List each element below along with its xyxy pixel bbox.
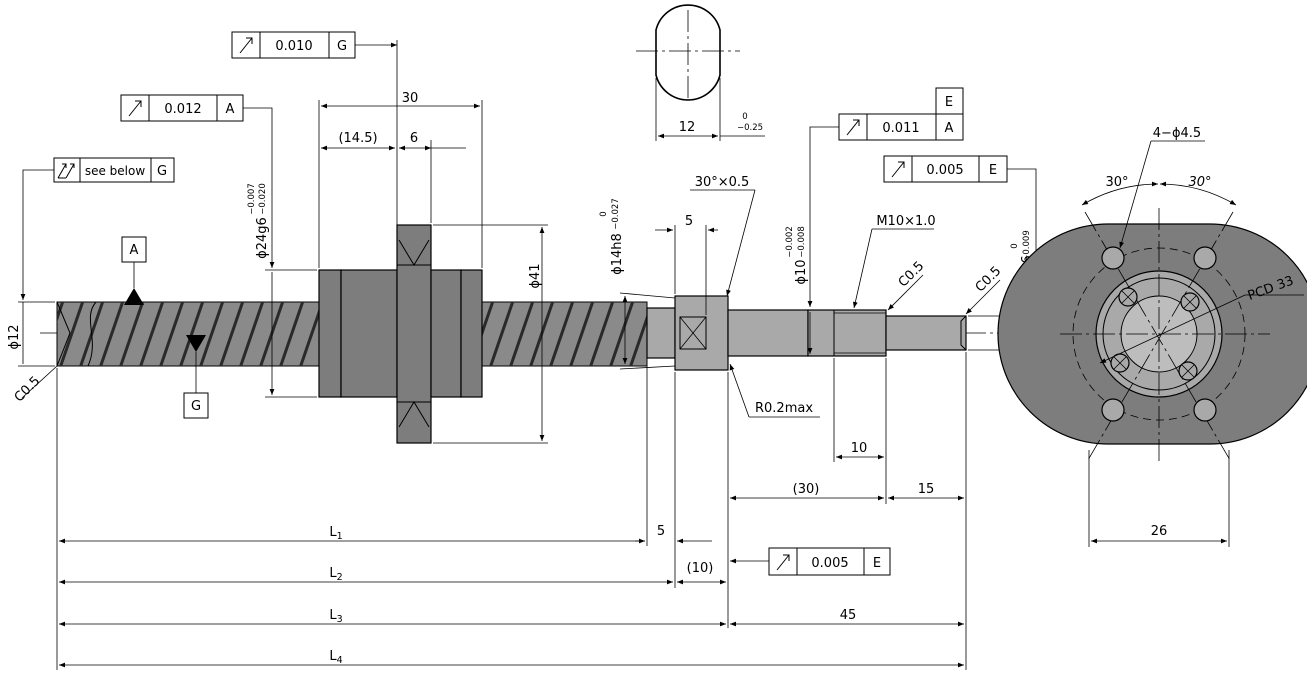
svg-text:ϕ41: ϕ41 — [528, 263, 543, 288]
svg-text:30°: 30° — [1105, 175, 1128, 190]
svg-text:12: 12 — [679, 120, 696, 135]
svg-text:R0.2max: R0.2max — [755, 401, 813, 416]
svg-text:C0.5: C0.5 — [12, 374, 44, 406]
svg-text:5: 5 — [657, 524, 665, 539]
datum-g-label: G — [191, 399, 201, 414]
runout-icon — [776, 554, 790, 571]
svg-text:see below: see below — [85, 164, 146, 178]
svg-text:A: A — [226, 102, 235, 117]
svg-text:10: 10 — [851, 441, 868, 456]
svg-text:E: E — [873, 556, 881, 571]
return-tube-port — [1110, 287, 1200, 381]
length-dimensions: L1 5 L2 (10) L3 45 L4 — [56, 360, 964, 670]
svg-text:15: 15 — [918, 482, 935, 497]
svg-text:0.005: 0.005 — [811, 556, 848, 571]
datum-a-triangle — [124, 288, 144, 305]
svg-text:6: 6 — [410, 131, 418, 146]
svg-text:(30): (30) — [793, 482, 820, 497]
svg-text:0.010: 0.010 — [275, 39, 312, 54]
mounting-hole — [1193, 398, 1217, 422]
svg-text:E: E — [989, 163, 997, 178]
datum-a-label: A — [130, 243, 139, 258]
fcf-see-below-g: see below G — [20, 157, 175, 300]
svg-text:−0.009: −0.009 — [1022, 230, 1032, 261]
svg-text:30°×0.5: 30°×0.5 — [695, 175, 750, 190]
svg-text:0.012: 0.012 — [164, 102, 201, 117]
svg-text:−0.25: −0.25 — [737, 123, 763, 133]
shaft-collar — [674, 295, 729, 371]
svg-text:(10): (10) — [687, 561, 714, 576]
svg-text:30°: 30° — [1188, 175, 1211, 190]
screw-thread-left — [56, 301, 320, 367]
fcf-0005-e-bottom: 0.005 E — [730, 547, 891, 576]
fcf-0005-e-top: 0.005 E — [883, 155, 1039, 313]
svg-text:G: G — [337, 39, 347, 54]
svg-text:45: 45 — [840, 608, 857, 623]
shaft-step-14 — [646, 307, 676, 359]
shaft-thread-m10 — [807, 309, 887, 357]
svg-text:−0.020: −0.020 — [258, 183, 268, 214]
svg-text:0.005: 0.005 — [926, 163, 963, 178]
fcf-0010-g: 0.010 G — [231, 31, 397, 59]
svg-text:M10×1.0: M10×1.0 — [876, 214, 935, 229]
runout-icon — [891, 161, 905, 178]
shaft-side-view: A G — [40, 224, 1025, 444]
svg-text:0: 0 — [599, 211, 609, 216]
svg-text:26: 26 — [1151, 524, 1168, 539]
shaft-end-flat-view: 12 0 −0.25 — [636, 4, 765, 141]
mounting-hole — [1193, 246, 1217, 270]
runout-icon — [239, 37, 253, 54]
runout-icon — [128, 100, 142, 117]
svg-text:−0.008: −0.008 — [797, 226, 807, 257]
screw-dimensions: ϕ12 C0.5 — [7, 301, 58, 406]
svg-text:ϕ24g6: ϕ24g6 — [255, 217, 270, 259]
svg-text:ϕ14h8: ϕ14h8 — [610, 233, 625, 275]
svg-text:0: 0 — [1010, 243, 1020, 248]
svg-text:−0.027: −0.027 — [611, 198, 621, 229]
svg-text:L1: L1 — [329, 525, 342, 542]
svg-text:L2: L2 — [329, 566, 342, 583]
svg-text:4−ϕ4.5: 4−ϕ4.5 — [1153, 126, 1201, 141]
nut-dimensions: 30 (14.5) 6 ϕ41 ϕ24g6 −0.007 −0.020 — [247, 40, 548, 444]
svg-text:L3: L3 — [329, 608, 342, 625]
runout-icon — [846, 119, 860, 136]
svg-text:30: 30 — [402, 91, 419, 106]
svg-text:0.011: 0.011 — [882, 121, 919, 136]
svg-text:E: E — [945, 95, 953, 110]
svg-text:C0.5: C0.5 — [896, 259, 928, 291]
ball-nut — [318, 224, 483, 444]
svg-text:(14.5): (14.5) — [338, 131, 377, 146]
screw-thread-right — [481, 301, 648, 367]
svg-text:L4: L4 — [329, 649, 342, 666]
fcf-0012-a: 0.012 A — [120, 94, 275, 268]
mounting-hole — [1101, 398, 1125, 422]
svg-text:−0.007: −0.007 — [247, 183, 257, 214]
svg-text:ϕ12: ϕ12 — [7, 324, 22, 349]
mounting-hole — [1101, 246, 1125, 270]
svg-text:G: G — [157, 164, 167, 179]
total-runout-icon — [57, 163, 75, 179]
svg-text:0: 0 — [742, 112, 747, 122]
svg-text:−0.002: −0.002 — [785, 226, 795, 257]
nut-flange-front-view: 30° 30° 4−ϕ4.5 PCD 33 26 — [997, 126, 1307, 547]
svg-text:C0.5: C0.5 — [973, 264, 1005, 296]
fcf-0011-a-e: E 0.011 A — [807, 87, 964, 307]
shaft-end-8 — [885, 315, 967, 351]
svg-text:5: 5 — [685, 214, 693, 229]
svg-text:ϕ10: ϕ10 — [794, 259, 809, 284]
shaft-step-10 — [727, 309, 809, 357]
svg-text:A: A — [945, 121, 954, 136]
end-machining-dimensions: ϕ14h8 0 −0.027 5 30°×0.5 ϕ10 −0.002 −0.0… — [599, 175, 1040, 670]
datum-g-triangle — [186, 335, 206, 352]
